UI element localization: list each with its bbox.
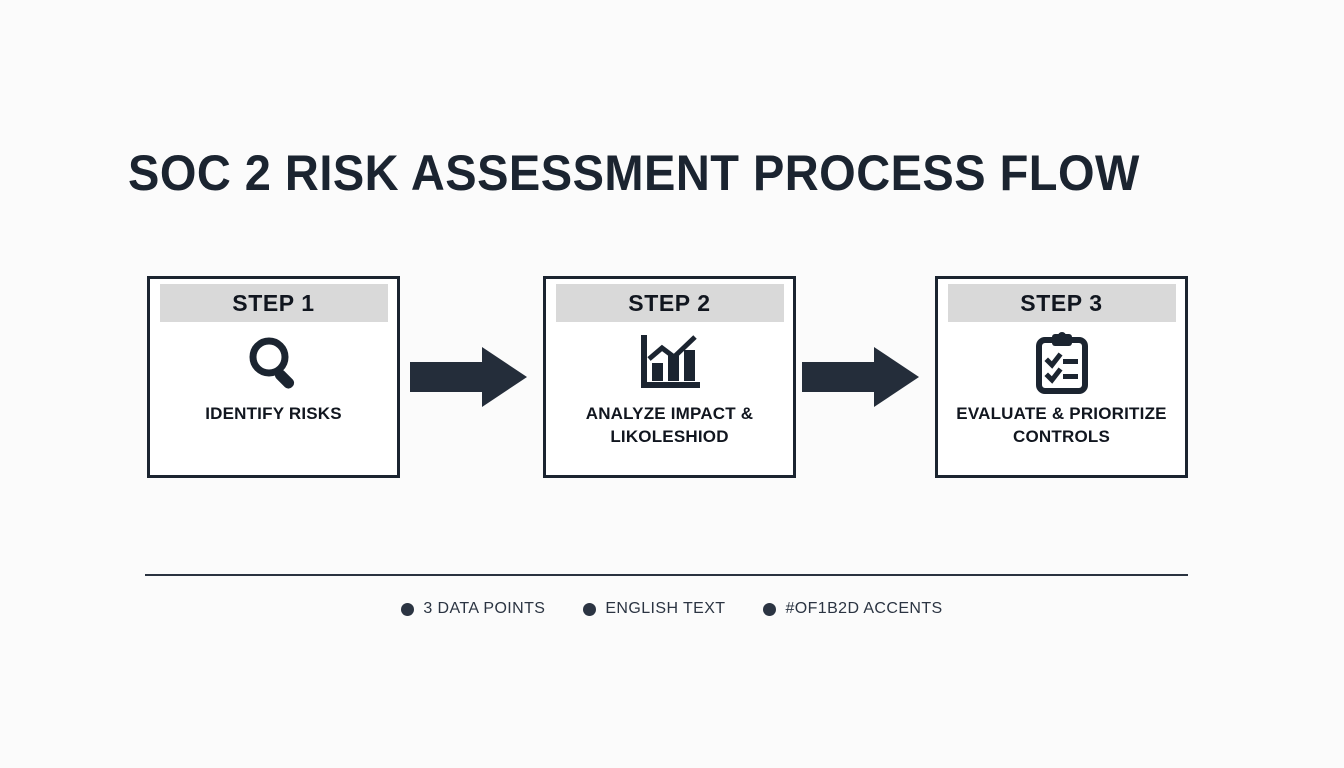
process-flow-row: STEP 1 IDENTIFY RISKS STEP 2	[147, 276, 1188, 478]
step-2-header-label: STEP 2	[628, 289, 711, 316]
step-2-caption: ANALYZE IMPACT & LIKOLESHIOD	[585, 404, 754, 446]
legend-item-1-label: 3 DATA POINTS	[423, 600, 546, 617]
legend-item-3: #OF1B2D ACCENTS	[763, 600, 942, 618]
legend-item-2-label: ENGLISH TEXT	[605, 600, 726, 617]
bar-chart-trend-icon	[638, 330, 702, 396]
step-1-body: IDENTIFY RISKS	[150, 322, 397, 475]
legend-item-1: 3 DATA POINTS	[401, 600, 545, 618]
footer-legend: 3 DATA POINTS ENGLISH TEXT #OF1B2D ACCEN…	[0, 600, 1344, 618]
step-1-header-label: STEP 1	[232, 289, 315, 316]
page-title: SOC 2 RISK ASSESSMENT PROCESS FLOW	[128, 145, 1140, 201]
step-2-header: STEP 2	[555, 284, 784, 322]
clipboard-checklist-icon	[1034, 330, 1090, 396]
step-3-caption: EVALUATE & PRIORITIZE CONTROLS	[956, 404, 1167, 446]
legend-item-2: ENGLISH TEXT	[583, 600, 725, 618]
bullet-dot-icon	[583, 602, 597, 616]
arrow-right-icon-1	[410, 345, 528, 409]
step-card-2[interactable]: STEP 2 ANALYZE IMPACT & LIKOLESHIOD	[543, 276, 796, 478]
step-card-1[interactable]: STEP 1 IDENTIFY RISKS	[147, 276, 400, 478]
step-3-header-label: STEP 3	[1020, 289, 1103, 316]
step-3-body: EVALUATE & PRIORITIZE CONTROLS	[938, 322, 1185, 475]
step-2-body: ANALYZE IMPACT & LIKOLESHIOD	[546, 322, 793, 475]
step-3-header: STEP 3	[947, 284, 1176, 322]
bullet-dot-icon	[763, 602, 777, 616]
magnifier-icon	[243, 330, 305, 396]
step-1-header: STEP 1	[159, 284, 388, 322]
footer-divider	[145, 574, 1188, 576]
step-1-caption: IDENTIFY RISKS	[205, 404, 342, 423]
arrow-right-icon-2	[802, 345, 920, 409]
legend-item-3-label: #OF1B2D ACCENTS	[785, 600, 943, 617]
step-card-3[interactable]: STEP 3 EVALUATE & PRIORITIZE CONTROLS	[935, 276, 1188, 478]
bullet-dot-icon	[401, 602, 415, 616]
